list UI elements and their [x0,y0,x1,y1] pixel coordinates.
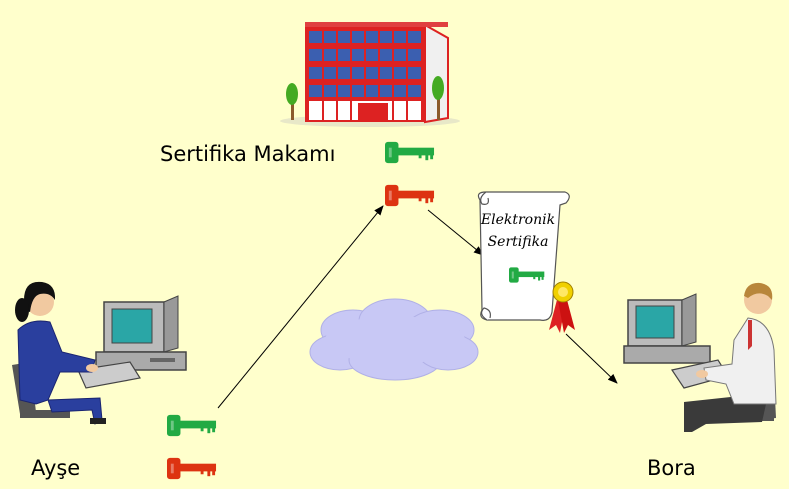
alice-label: Ayşe [31,456,81,480]
green-key-icon [385,141,435,164]
seal-ribbon-icon [549,281,575,333]
tree-icon [432,76,444,120]
certificate-line1: Elektronik [480,212,555,228]
tree-icon [286,83,298,120]
woman-at-computer-icon [12,281,187,425]
red-key-icon [167,457,217,480]
arrow-certificate-to-bob [565,333,618,384]
red-key-icon [385,184,435,207]
authority-label: Sertifika Makamı [160,142,336,166]
cloud-icon [309,298,479,381]
certificate-line2: Sertifika [488,234,549,250]
scroll-certificate-icon: Elektronik Sertifika [477,191,575,333]
arrow-alice-to-authority [217,205,384,409]
bob-label: Bora [647,456,696,480]
office-building-icon [280,22,460,127]
man-at-computer-icon [623,282,777,432]
green-key-icon [167,414,217,437]
arrow-authority-to-certificate [427,209,484,256]
